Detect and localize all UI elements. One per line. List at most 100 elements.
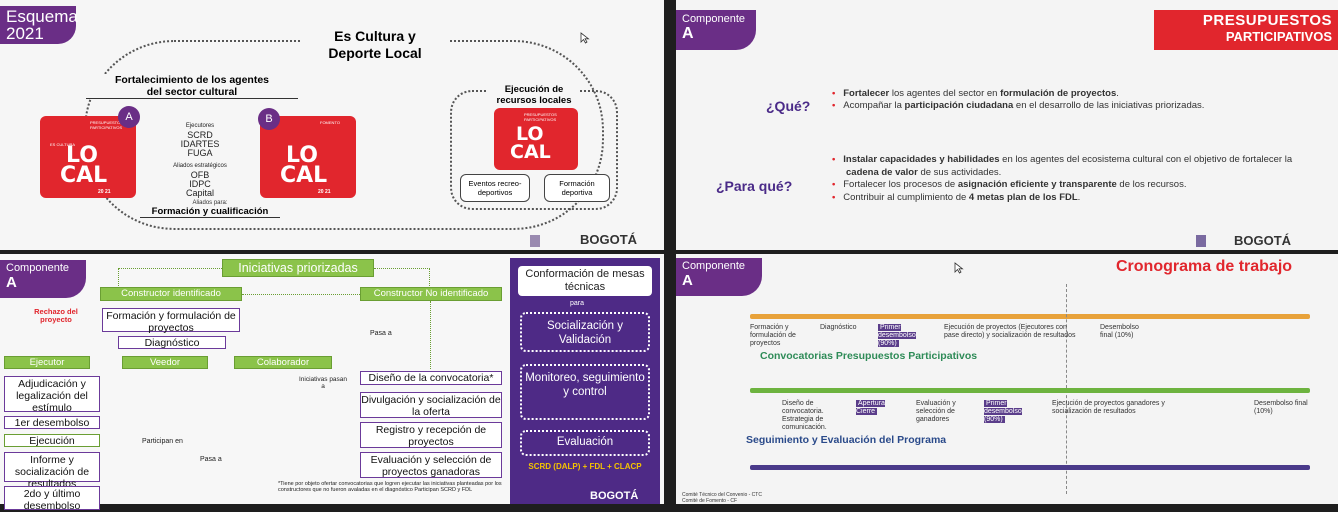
tag-line: Componente [6, 262, 69, 274]
participan-en-label: Participan en [142, 438, 183, 445]
ally-item: IDPC [189, 179, 211, 189]
panel-step: Socialización y Validación [520, 312, 650, 352]
executor-item: FUGA [187, 148, 213, 158]
dotted-connector [118, 268, 222, 288]
card-lo: LO [516, 123, 544, 145]
box-line: deportiva [561, 188, 593, 197]
row1-label: Desembolso final (10%) [1100, 324, 1139, 339]
row1-label: Formación y formulación de proyectos [750, 324, 796, 347]
row2-label: Estrategia de comunicación. [782, 416, 827, 431]
para-que-item: • Fortalecer los procesos de asignación … [832, 179, 1187, 190]
para-bold: Instalar capacidades y habilidades [843, 154, 1000, 165]
box-line: deportivos [477, 188, 513, 197]
panel-foot: SCRD (DALP) + FDL + CLACP [528, 462, 642, 471]
ally-item: Capital [185, 188, 214, 198]
box-formacion: Formación deportiva [544, 174, 610, 202]
que-list: • Fortalecer los agentes del sector en f… [832, 88, 1302, 112]
para-bold: 4 metas plan de los FDL [968, 191, 1078, 203]
badge-b: B [258, 108, 280, 130]
slide-presupuestos: Componente A PRESUPUESTOS PARTICIPATIVOS… [676, 0, 1338, 250]
loc-card-a: PRESUPUESTOS PARTICIPATIVOS ES CULTURA L… [40, 116, 136, 198]
timeline-bar-1 [750, 314, 1310, 319]
desembolso2-box: 2do y último desembolso [4, 486, 100, 512]
para-que-item: • Instalar capacidades y habilidades en … [832, 154, 1293, 178]
dotted-connector [242, 294, 360, 295]
card-lo: LO [66, 143, 98, 168]
slide-cronograma: Componente A Cronograma de trabajo Forma… [676, 254, 1338, 504]
slide-flujo: Componente A Iniciativas priorizadas Con… [0, 254, 664, 512]
bottom-block: Aliados para: Formación y cualificación [140, 200, 280, 218]
executor-item: IDARTES [180, 139, 220, 149]
para-text: . [1077, 191, 1081, 203]
title-block: Es Cultura y Deporte Local [300, 28, 450, 62]
desembolso1-box: 1er desembolso [4, 416, 100, 429]
para-bold: asignación eficiente y transparente [957, 179, 1117, 190]
para-bold: cadena de valor [846, 166, 918, 178]
row1-label: Primer desembolso (90%) [878, 324, 926, 348]
componente-tag: Componente A [676, 258, 762, 296]
ally-item: OFB [190, 170, 210, 180]
presupuestos-banner: PRESUPUESTOS PARTICIPATIVOS [1154, 10, 1338, 50]
constructor-no-identificado: Constructor No identificado [360, 287, 502, 301]
timeline-bar-3 [750, 465, 1310, 470]
footer-line: Comité de Fomento - CF [682, 498, 738, 504]
executors-label: Ejecutores [185, 123, 215, 129]
que-text: . [1116, 88, 1119, 99]
row2-label: Primer desembolso (90%) [984, 400, 1036, 424]
title-line: Deporte Local [328, 45, 422, 61]
executors-block: Ejecutores SCRD IDARTES FUGA Aliados est… [150, 122, 250, 198]
que-bold: participación ciudadana [904, 100, 1014, 111]
highlight: Primer desembolso (90%) [878, 324, 916, 347]
card-top-text: PRESUPUESTOS PARTICIPATIVOS [90, 120, 123, 130]
rechazo-label: Rechazo del proyecto [34, 307, 78, 324]
tag-line: Componente [682, 260, 745, 272]
seal-icon [1196, 234, 1206, 247]
executor-item: SCRD [187, 130, 213, 140]
tag-line: Esquema [6, 7, 78, 26]
para-text: Contribuir al cumplimiento de [843, 191, 969, 203]
formacion-box: Formación y formulación de proyectos [102, 308, 240, 334]
iniciativas-priorizadas: Iniciativas priorizadas [222, 259, 374, 277]
registro-box: Registro y recepción de proyectos [360, 422, 502, 448]
card-cal: CAL [510, 141, 551, 163]
heading-line: del sector cultural [146, 86, 238, 98]
badge-a-label: A [125, 111, 133, 123]
badge-b-label: B [265, 113, 273, 125]
informe-box: Informe y socialización de resultados [4, 452, 100, 490]
box-line: Eventos recreo- [468, 179, 522, 188]
para-que-list: • Instalar capacidades y habilidades en … [832, 154, 1302, 204]
para-text: Fortalecer los procesos de [843, 179, 958, 190]
heading-line: Ejecución de [504, 84, 564, 95]
card-year: 20 21 [98, 189, 111, 195]
dotted-connector [430, 301, 431, 369]
card-lo: LO [286, 143, 318, 168]
bogota-logo: BOGOTÁ [530, 232, 637, 247]
tag-line: 2021 [6, 24, 44, 43]
veedor-box: Veedor [122, 356, 208, 369]
cronograma-title: Cronograma de trabajo [1116, 258, 1293, 275]
que-text: los agentes del sector en [889, 88, 1001, 99]
row2-label: Evaluación y selección de ganadores [916, 400, 956, 423]
para-que-label: ¿Para qué? [716, 178, 793, 194]
panel-step: Monitoreo, seguimiento y control [520, 364, 650, 420]
card-top-text: PRESUPUESTOS PARTICIPATIVOS [524, 112, 557, 122]
row3-title: Seguimiento y Evaluación del Programa [746, 434, 947, 446]
timeline-bar-2 [750, 388, 1310, 393]
para-text: de los recursos. [1116, 179, 1187, 190]
que-text: Acompañar la [843, 100, 905, 111]
seal-icon [530, 234, 540, 247]
panel-title: Conformación de mesas técnicas [518, 266, 652, 296]
footnote: *Tiene por objeto ofertar convocatorias … [278, 481, 502, 493]
pasa-a-label-2: Pasa a [200, 456, 222, 463]
componente-tag: Componente A [676, 10, 756, 50]
left-heading: Fortalecimiento de los agentes del secto… [86, 74, 298, 99]
adjudicacion-box: Adjudicación y legalización del estímulo [4, 376, 100, 414]
title-line: Es Cultura y [334, 28, 416, 44]
panel-logo: BOGOTÁ [590, 490, 639, 502]
loc-card-b: FOMENTO LO CAL 20 21 [260, 116, 356, 198]
bottom-text: Formación y cualificación [140, 206, 280, 218]
highlight: Apertura Cierre [856, 400, 885, 415]
dotted-connector [374, 268, 430, 288]
esquema-tag: Esquema 2021 [0, 6, 78, 44]
allies-bottom-label: Aliados para: [192, 200, 228, 206]
